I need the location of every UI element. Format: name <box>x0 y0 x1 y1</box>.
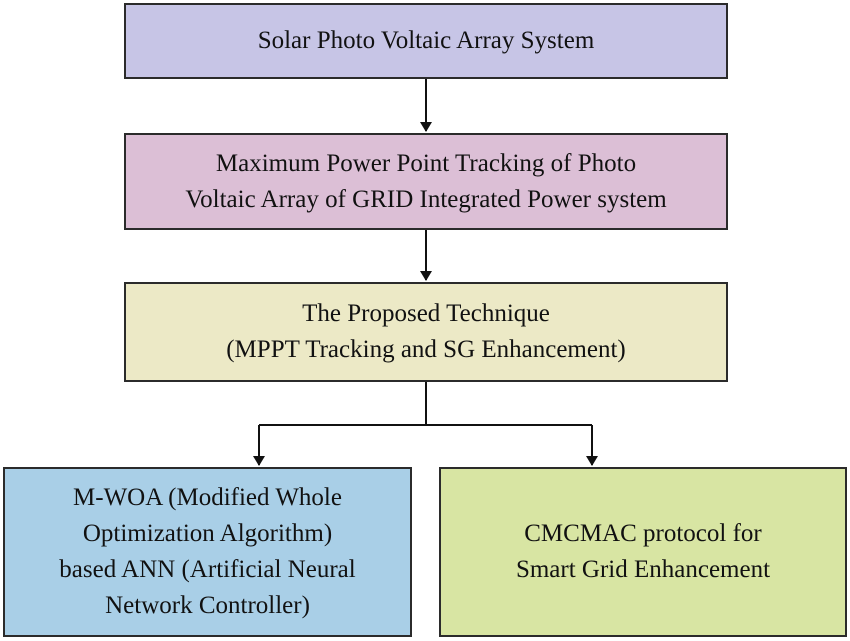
node-solar-pv-array: Solar Photo Voltaic Array System <box>124 3 728 79</box>
node-cmcmac-line-1: CMCMAC protocol for <box>524 520 762 547</box>
node-mppt-line-2: Voltaic Array of GRID Integrated Power s… <box>185 185 667 213</box>
node-proposed-line-2: (MPPT Tracking and SG Enhancement) <box>226 336 626 363</box>
node-mwoa-ann: M-WOA (Modified Whole Optimization Algor… <box>3 467 412 637</box>
node-mwoa-line-3: based ANN (Artificial Neural <box>59 556 356 583</box>
node-proposed-technique: The Proposed Technique (MPPT Tracking an… <box>124 282 728 382</box>
node-cmcmac-line-2: Smart Grid Enhancement <box>515 556 771 583</box>
node-mwoa-line-2: Optimization Algorithm) <box>82 520 333 547</box>
node-mwoa-line-4: Network Controller) <box>105 592 310 619</box>
node-mppt-line-1: Maximum Power Point Tracking of Photo <box>215 149 637 177</box>
node-mwoa-line-1: M-WOA (Modified Whole <box>73 484 342 511</box>
node-solar-line-1: Solar Photo Voltaic Array System <box>257 27 595 54</box>
node-mppt-grid: Maximum Power Point Tracking of Photo Vo… <box>124 133 728 230</box>
node-cmcmac-protocol: CMCMAC protocol for Smart Grid Enhanceme… <box>439 467 847 637</box>
node-proposed-line-1: The Proposed Technique <box>302 300 550 327</box>
